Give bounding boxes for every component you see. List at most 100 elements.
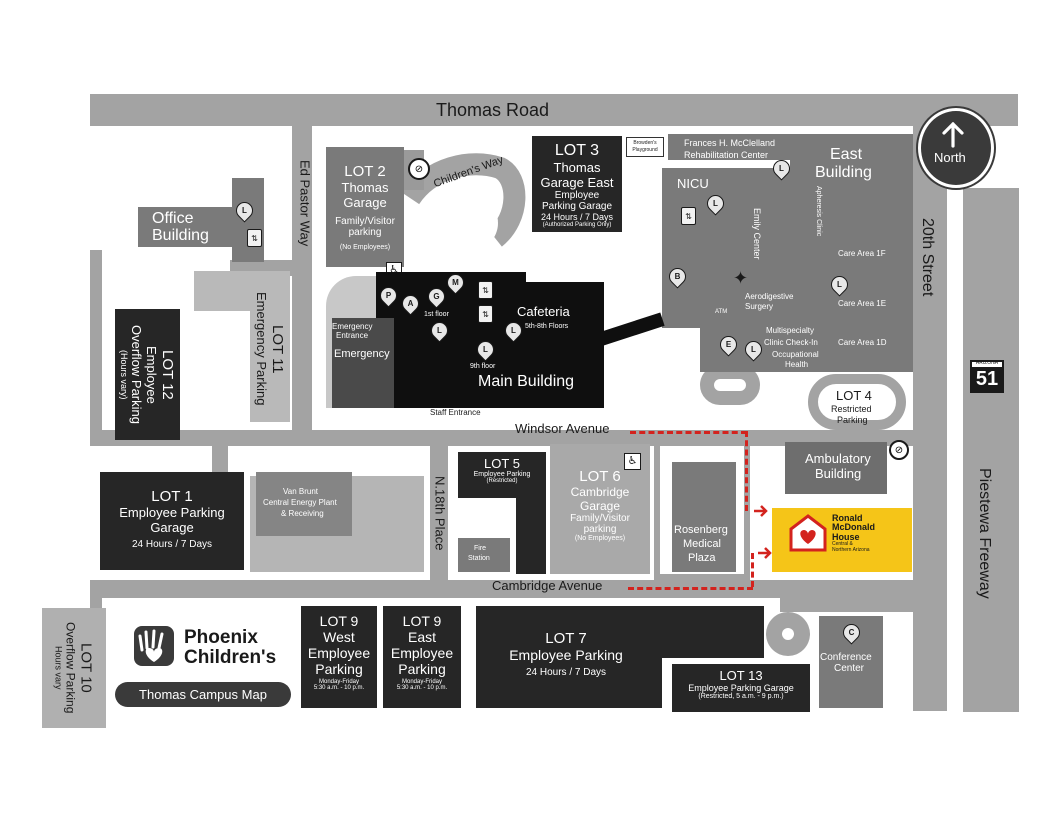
lot5-labels: LOT 5 Employee Parking (Restricted) <box>458 456 546 484</box>
east-south-road <box>780 598 920 612</box>
west-road <box>90 250 102 430</box>
emergency-block[interactable] <box>332 318 394 408</box>
rehab-line1: Frances H. McClelland <box>684 138 776 148</box>
lot9e-note2: 5:30 a.m. - 10 p.m. <box>396 685 448 691</box>
lot2-note: (No Employees) <box>339 244 391 251</box>
ambulatory-line1: Ambulatory <box>805 451 871 466</box>
fire-station[interactable] <box>458 538 510 572</box>
lot3-labels: LOT 3 Thomas Garage East Employee Parkin… <box>532 142 622 228</box>
main-elevator-icon-1: ⇅ <box>478 281 493 299</box>
lot1-road <box>212 446 228 472</box>
lot3-line4: Parking Garage <box>541 201 613 212</box>
lot13-note: (Restricted, 5 a.m. - 9 p.m.) <box>698 693 784 700</box>
fire-station-line2: Station <box>468 555 490 562</box>
staff-entrance-label: Staff Entrance <box>430 408 481 417</box>
lot1-name: LOT 1 <box>151 488 193 505</box>
pin-letter: C <box>848 628 855 637</box>
lot10-name: LOT 10 <box>77 643 95 693</box>
main-building-label: Main Building <box>478 373 575 390</box>
multispecialty-line1: Multispecialty <box>766 326 815 335</box>
lot10-note: Hours vary <box>53 646 64 690</box>
highway-state: ARIZONA <box>975 360 999 366</box>
aerodigestive-star-icon: ✦ <box>733 268 749 288</box>
lot1-line2: Garage <box>150 520 194 535</box>
lot2[interactable] <box>326 147 404 267</box>
route-windsor <box>630 431 747 434</box>
lot5-note: (Restricted) <box>486 478 518 484</box>
thomas-road <box>90 94 1018 126</box>
lot1-labels: LOT 1 Employee Parking Garage 24 Hours /… <box>100 488 244 550</box>
multispecialty-line2: Clinic Check-In <box>764 338 818 347</box>
emily-center-label: Emily Center <box>752 208 763 260</box>
lot3[interactable] <box>532 136 622 232</box>
lot12-line2: Overflow Parking <box>129 325 144 424</box>
van-brunt-line2: Central Energy Plant <box>263 498 337 507</box>
lot10-labels: LOT 10 Overflow Parking Hours vary <box>42 608 106 728</box>
rmh-line3: House <box>832 531 860 542</box>
lot7-name: LOT 7 <box>545 630 587 647</box>
lot13-labels: LOT 13 Employee Parking Garage (Restrict… <box>672 668 810 700</box>
rosenberg-line1: Rosenberg <box>674 524 728 536</box>
first-floor-label: 1st floor <box>424 311 449 318</box>
rmh-text: Ronald McDonald House Central & Northern… <box>832 513 876 553</box>
lot4-name: LOT 4 <box>836 388 872 403</box>
ed-pastor-way-label: Ed Pastor Way <box>297 160 313 247</box>
rmh-house-heart-icon <box>789 514 827 552</box>
lot13-line1: Employee Parking Garage <box>688 683 794 693</box>
atm-label: ATM <box>715 309 728 315</box>
lot12-name: LOT 12 <box>159 349 176 400</box>
lot10[interactable] <box>42 608 106 728</box>
ambulatory-no-smoking-icon: ⊘ <box>889 440 909 460</box>
emergency-entrance-line2: Entrance <box>336 331 369 340</box>
east-building-line1: East <box>830 146 863 163</box>
lot9-west[interactable] <box>301 606 377 708</box>
north-arrow-icon <box>942 122 964 148</box>
lot6-note: (No Employees) <box>574 535 626 542</box>
lot12-labels: LOT 12 Employee Overflow Parking (Hours … <box>115 309 180 440</box>
pin-letter: B <box>674 272 681 281</box>
pin-letter: A <box>407 299 414 308</box>
rmh-line2: McDonald <box>832 522 876 533</box>
map-title-pill: Thomas Campus Map <box>115 682 291 707</box>
pin-letter: M <box>452 278 459 287</box>
rosenberg-medical-plaza[interactable] <box>672 462 736 572</box>
lot6-line3: Family/Visitor <box>570 513 630 524</box>
lot1[interactable] <box>100 472 244 570</box>
lot12[interactable] <box>115 309 180 440</box>
rmh-line5: Northern Arizona <box>832 546 870 553</box>
pin-letter: L <box>437 326 442 335</box>
cambridge-avenue-label: Cambridge Avenue <box>492 578 603 593</box>
lot9w-name: LOT 9 <box>319 613 359 629</box>
lot2-line3: Family/Visitor <box>335 216 395 227</box>
pin-letter: L <box>483 345 488 354</box>
main-elevator-icon-2: ⇅ <box>478 305 493 323</box>
ninth-floor-label: 9th floor <box>470 363 496 370</box>
lot13[interactable] <box>672 664 810 712</box>
lot11[interactable] <box>250 276 290 422</box>
lot9w-line2: Employee <box>307 645 371 661</box>
ambulatory-building[interactable] <box>785 442 887 494</box>
care-1e-label: Care Area 1E <box>838 299 887 308</box>
lot11-labels: LOT 11 Emergency Parking <box>250 276 290 422</box>
aerodigestive-line2: Surgery <box>745 302 774 311</box>
lot7[interactable] <box>476 606 662 708</box>
pin-letter: L <box>837 280 842 289</box>
van-brunt-line3: & Receiving <box>281 509 324 518</box>
care-1f-label: Care Area 1F <box>838 249 886 258</box>
van-brunt-plant[interactable] <box>256 472 352 536</box>
lot9w-line1: West <box>323 629 355 645</box>
lot9w-line3: Parking <box>315 661 363 677</box>
lot3-hours: 24 Hours / 7 Days <box>540 212 614 222</box>
pin-letter: L <box>242 206 247 215</box>
nicu-block[interactable] <box>662 168 792 328</box>
lot9-east[interactable] <box>383 606 461 708</box>
office-building-line2: Building <box>152 227 209 244</box>
lot6-line2: Garage <box>579 499 621 513</box>
lot5-stem <box>516 452 546 574</box>
lot9e-line1: East <box>407 629 436 645</box>
ambulatory-line2: Building <box>815 466 862 481</box>
playground: Browden's Playground <box>626 137 664 157</box>
conference-line1: Conference <box>820 652 872 663</box>
route-down <box>745 431 748 511</box>
